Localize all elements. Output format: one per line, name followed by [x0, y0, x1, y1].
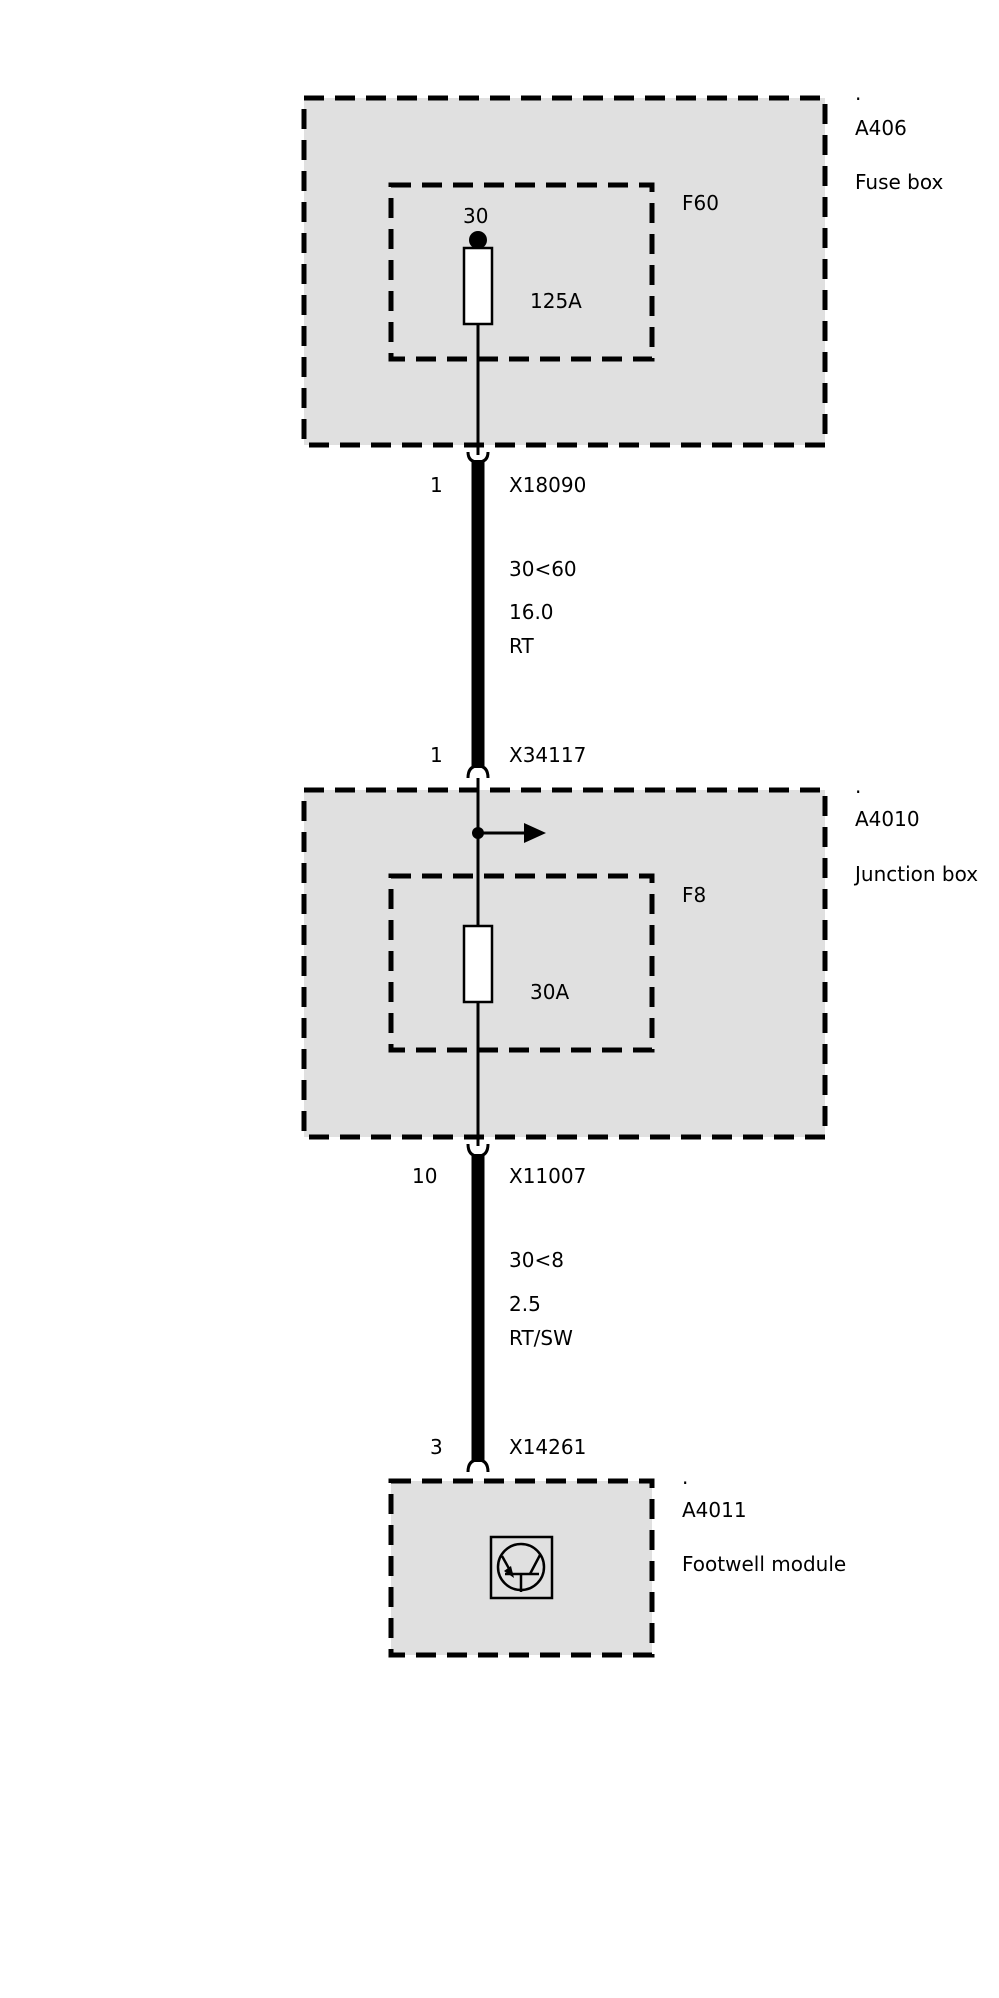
wire-2-color: RT/SW: [509, 1326, 573, 1350]
fuse-f60-outline: [388, 182, 655, 362]
wire-1-bottom-pin: 1: [430, 743, 443, 767]
footwell-module-id: A4011: [682, 1498, 747, 1522]
fuse-box-dot: .: [855, 81, 861, 105]
footwell-module-dot: .: [682, 1465, 688, 1489]
junction-box-name: Junction box: [853, 862, 978, 886]
fuse-box-name: Fuse box: [855, 170, 943, 194]
wire-2-bottom-connector: X14261: [509, 1435, 586, 1459]
wire-1-bottom-connector: X34117: [509, 743, 586, 767]
connector-x34117-symbol: [466, 764, 490, 779]
wire-2-top-connector: X11007: [509, 1164, 586, 1188]
wire-1-signal: 30<60: [509, 557, 577, 581]
fuse-f60-terminal: 30: [463, 204, 488, 228]
fuse-f8-outline: [388, 873, 655, 1053]
branch-arrow-icon: [524, 823, 546, 843]
footwell-module-name: Footwell module: [682, 1552, 846, 1576]
wire-1-color: RT: [509, 634, 534, 658]
junction-box-dot: .: [855, 774, 861, 798]
wire-1-top-connector: X18090: [509, 473, 586, 497]
fuse-box-outline: [301, 95, 828, 448]
fuse-f60-id: F60: [682, 191, 719, 215]
wire-2-bottom-pin: 3: [430, 1435, 443, 1459]
footwell-module-a4011: . A4011 Footwell module: [388, 1465, 846, 1658]
wire-1-gauge: 16.0: [509, 600, 554, 624]
wire-1-top-pin: 1: [430, 473, 443, 497]
junction-box-outline: [301, 787, 828, 1140]
fuse-f60-symbol: [462, 246, 494, 326]
transistor-icon: [489, 1535, 554, 1600]
wire-2: 10 X11007 30<8 2.5 RT/SW 3 X14261: [412, 1143, 586, 1473]
connector-x14261-symbol: [466, 1458, 490, 1473]
fuse-f8-rating: 30A: [530, 980, 569, 1004]
fuse-f8-symbol: [462, 924, 494, 1004]
footwell-module-outline: [388, 1478, 655, 1658]
junction-box-a4010: . A4010 Junction box F8 30A: [301, 774, 978, 1146]
junction-box-id: A4010: [855, 807, 920, 831]
fuse-box-id: A406: [855, 116, 907, 140]
fuse-f8-id: F8: [682, 883, 706, 907]
wire-1: 1 X18090 30<60 16.0 RT 1 X34117: [430, 451, 586, 779]
fuse-f60-rating: 125A: [530, 289, 582, 313]
fuse-box-a406: . A406 Fuse box F60 30 125A: [301, 81, 943, 455]
wire-2-signal: 30<8: [509, 1248, 564, 1272]
wire-2-top-pin: 10: [412, 1164, 437, 1188]
wire-2-gauge: 2.5: [509, 1292, 541, 1316]
